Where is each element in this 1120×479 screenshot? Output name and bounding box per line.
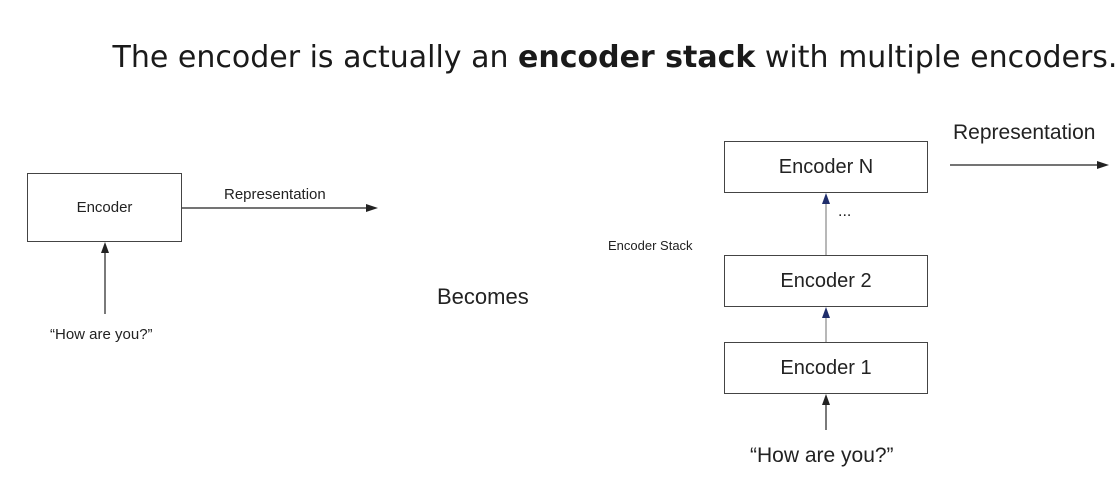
right-representation-label: Representation xyxy=(953,121,1096,144)
encoder-1-box: Encoder 1 xyxy=(724,342,928,394)
becomes-label: Becomes xyxy=(437,284,529,309)
encoder-2-box: Encoder 2 xyxy=(724,255,928,307)
ellipsis-label: ... xyxy=(838,203,852,220)
slide-title: The encoder is actually an encoder stack… xyxy=(0,40,1120,75)
right-input-label: “How are you?” xyxy=(750,444,894,467)
right-input-arrowhead xyxy=(822,394,830,405)
encoder-2-label: Encoder 2 xyxy=(780,269,872,292)
stack-arrowhead-1-to-2 xyxy=(822,307,830,318)
encoder-1-label: Encoder 1 xyxy=(780,356,872,379)
title-bold: encoder stack xyxy=(518,40,756,75)
left-input-arrowhead xyxy=(101,242,109,253)
encoder-n-box: Encoder N xyxy=(724,141,928,193)
left-input-label: “How are you?” xyxy=(50,326,153,343)
left-output-arrowhead xyxy=(366,204,378,212)
encoder-label: Encoder xyxy=(76,199,133,216)
stack-arrowhead-2-to-n xyxy=(822,193,830,204)
title-suffix: with multiple encoders. xyxy=(755,40,1118,75)
right-output-arrowhead xyxy=(1097,161,1109,169)
title-prefix: The encoder is actually an xyxy=(112,40,519,75)
encoder-stack-label: Encoder Stack xyxy=(608,238,693,253)
encoder-n-label: Encoder N xyxy=(778,155,874,178)
left-representation-label: Representation xyxy=(224,186,326,203)
encoder-box: Encoder xyxy=(27,173,182,242)
